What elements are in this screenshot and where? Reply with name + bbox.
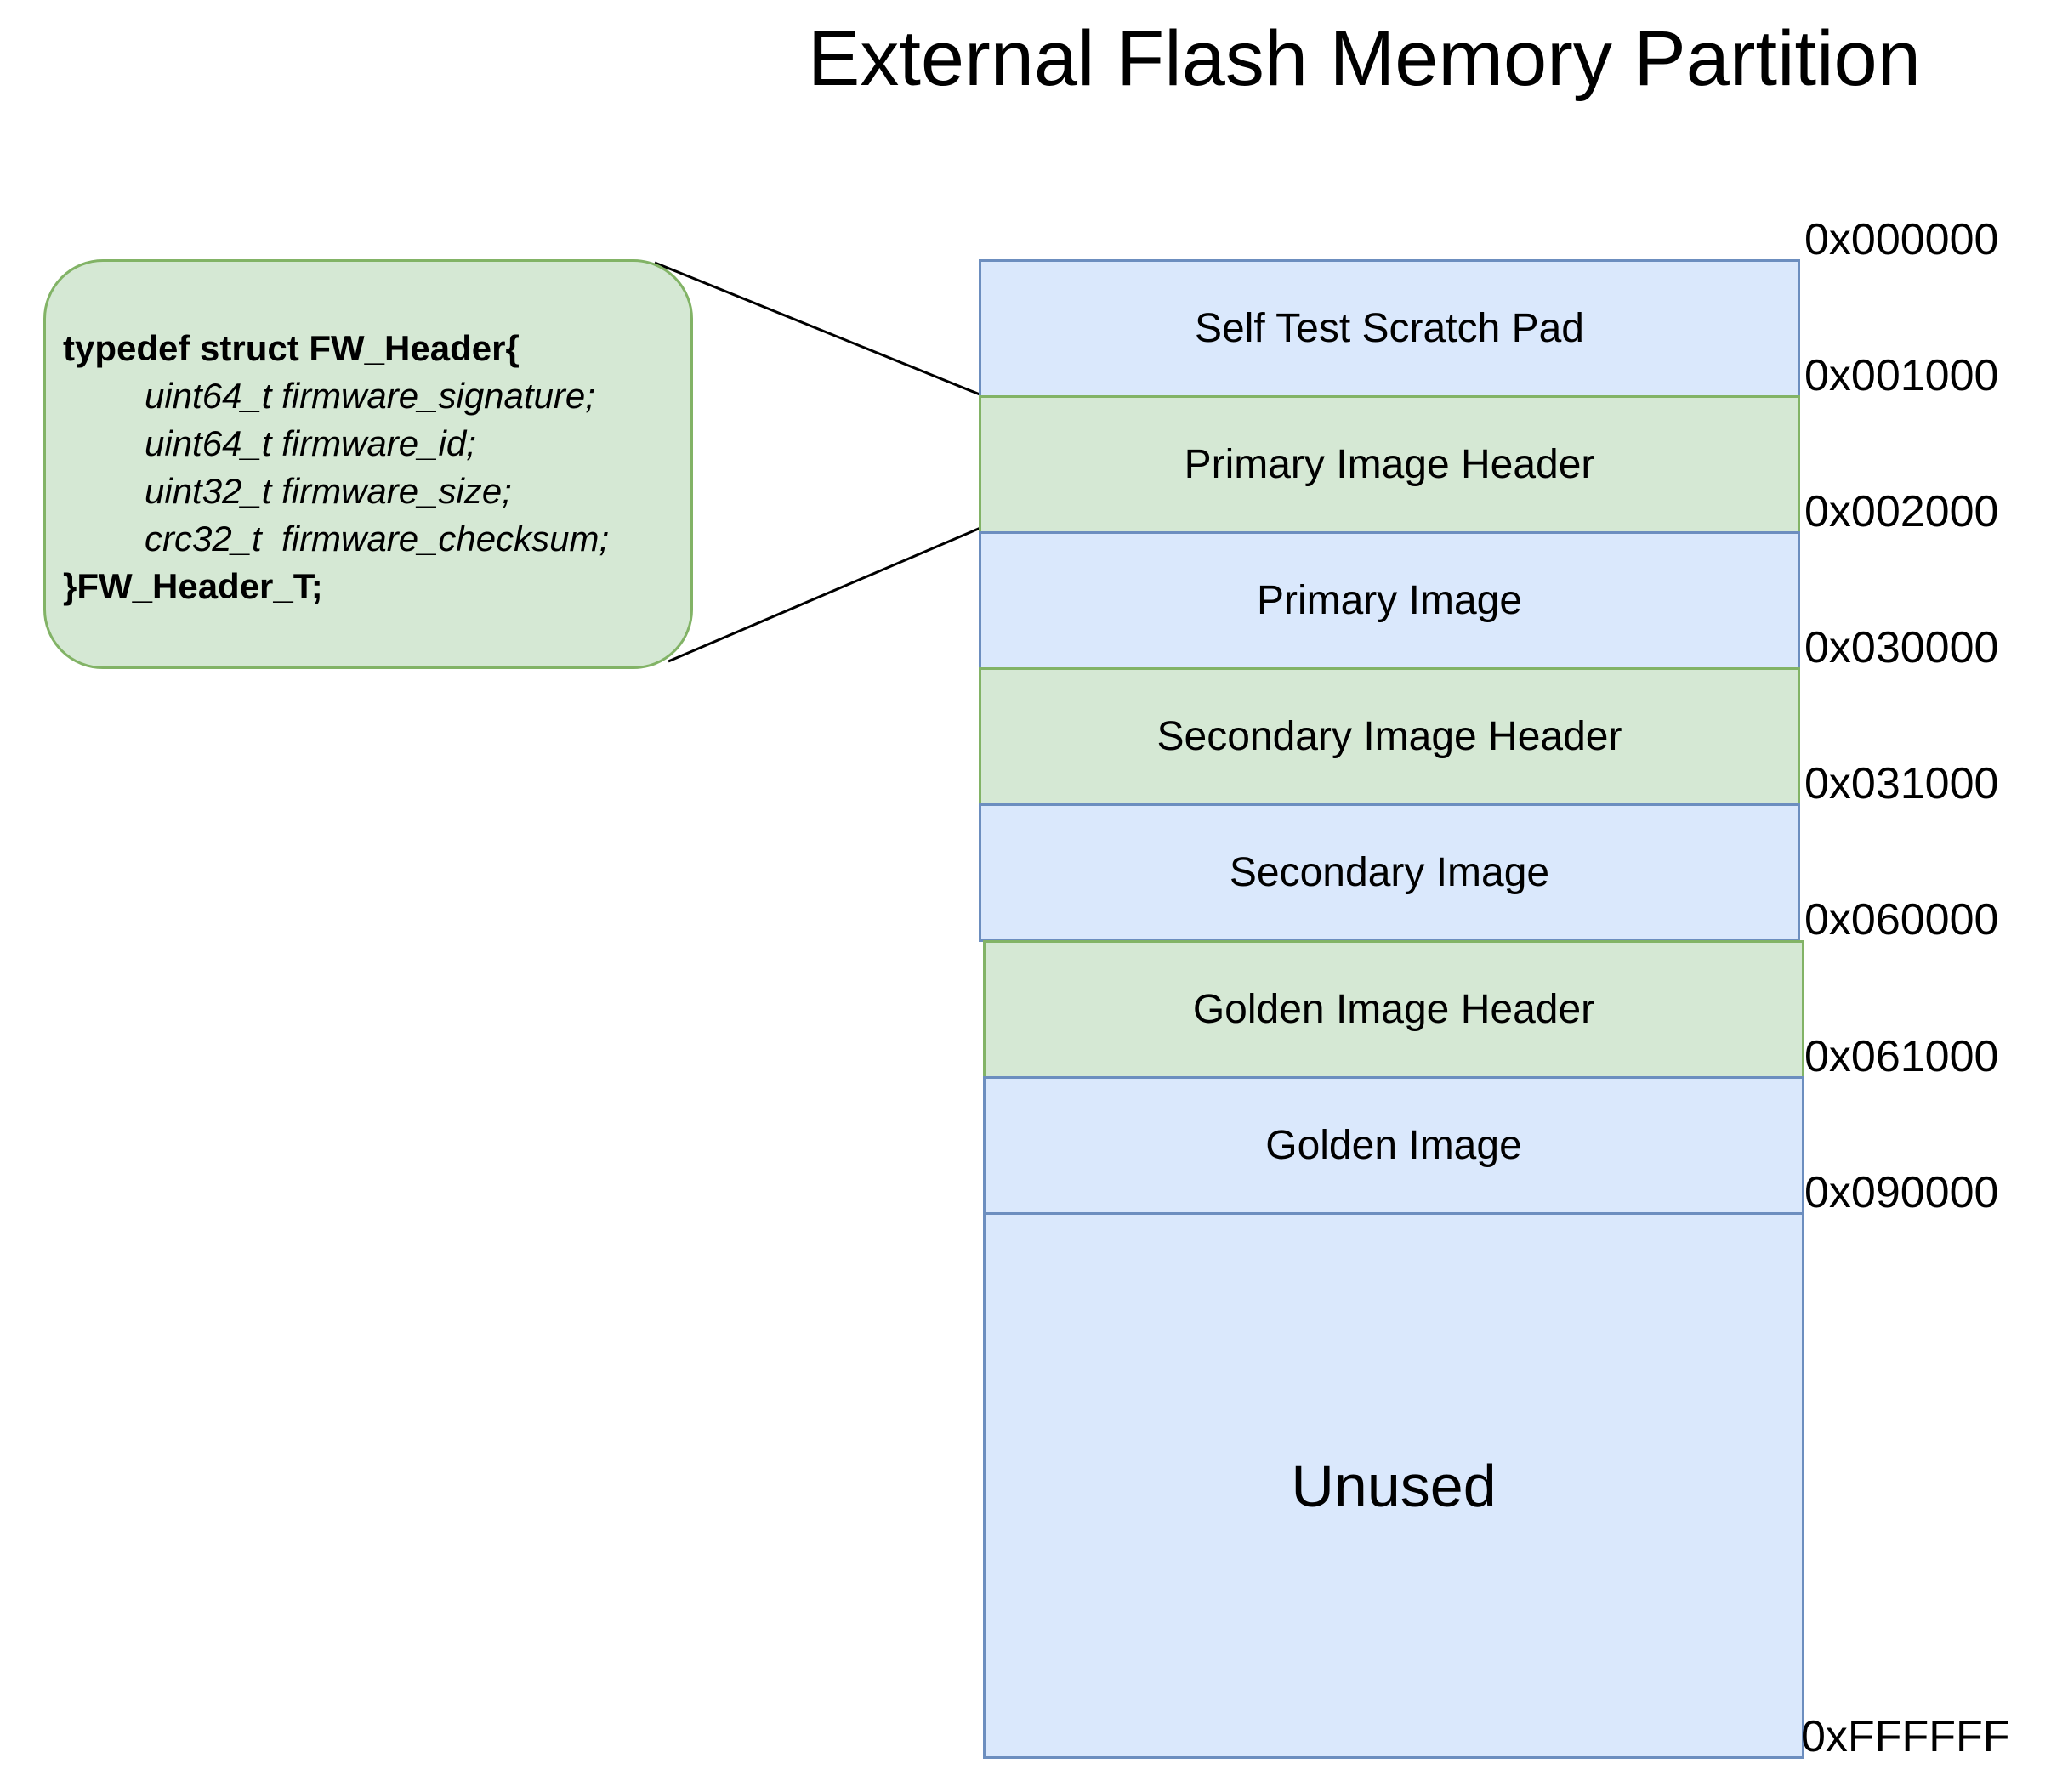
partition-label: Secondary Image — [1229, 850, 1550, 895]
struct-close-line: }FW_Header_T; — [63, 566, 323, 606]
callout-connector-bottom — [668, 524, 987, 663]
fw-header-struct-callout: typedef struct FW_Header{ uint64_t firmw… — [43, 259, 693, 669]
partition-secondary-image: Secondary Image — [979, 803, 1800, 942]
struct-field-signature: uint64_t firmware_signature; — [145, 376, 595, 416]
partition-label: Primary Image Header — [1184, 442, 1595, 487]
partition-label: Golden Image Header — [1192, 987, 1595, 1032]
callout-connector-top — [654, 261, 989, 400]
partition-label: Primary Image — [1256, 578, 1523, 623]
partition-label: Self Test Scratch Pad — [1194, 306, 1584, 351]
partition-secondary-image-header: Secondary Image Header — [979, 667, 1800, 806]
struct-field-checksum: crc32_t firmware_checksum; — [145, 519, 610, 559]
address-label-0x031000: 0x031000 — [1804, 759, 1999, 808]
struct-open-line: typedef struct FW_Header{ — [63, 328, 520, 368]
address-label-0x061000: 0x061000 — [1804, 1032, 1999, 1081]
address-label-0xffffff: 0xFFFFFF — [1801, 1712, 2010, 1761]
partition-label: Secondary Image Header — [1156, 714, 1622, 759]
address-label-0x090000: 0x090000 — [1804, 1168, 1999, 1217]
address-label-0x000000: 0x000000 — [1804, 215, 1999, 264]
address-label-0x060000: 0x060000 — [1804, 895, 1999, 944]
partition-unused: Unused — [983, 1212, 1804, 1759]
partition-self-test-scratch-pad: Self Test Scratch Pad — [979, 259, 1800, 398]
address-label-0x030000: 0x030000 — [1804, 623, 1999, 672]
address-label-0x001000: 0x001000 — [1804, 351, 1999, 400]
partition-golden-image: Golden Image — [983, 1076, 1804, 1215]
partition-label: Unused — [1291, 1452, 1497, 1519]
partition-label: Golden Image — [1265, 1123, 1522, 1168]
partition-primary-image: Primary Image — [979, 531, 1800, 670]
partition-golden-image-header: Golden Image Header — [983, 940, 1804, 1079]
diagram-title: External Flash Memory Partition — [808, 15, 1921, 102]
partition-primary-image-header: Primary Image Header — [979, 395, 1800, 534]
address-label-0x002000: 0x002000 — [1804, 487, 1999, 536]
struct-field-id: uint64_t firmware_id; — [145, 423, 476, 463]
struct-field-size: uint32_t firmware_size; — [145, 471, 512, 511]
